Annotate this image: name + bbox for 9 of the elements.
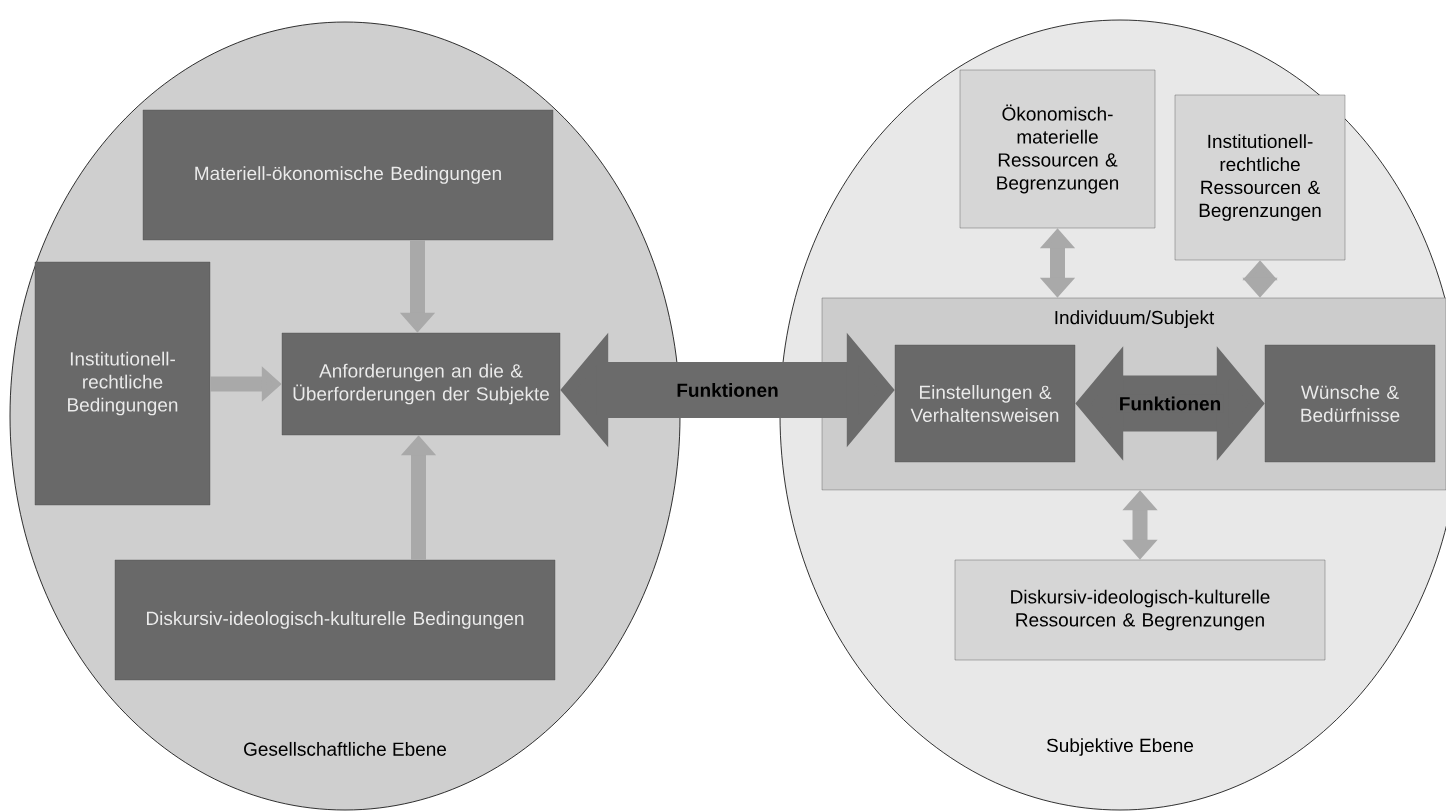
process-box: Einstellungen & Verhaltensweisen bbox=[894, 344, 1076, 463]
process-box: Materiell-ökonomische Bedingungen bbox=[142, 109, 554, 241]
resource-box: Diskursiv-ideologisch-kulturelle Ressourcen & Begrenzungen bbox=[954, 559, 1326, 661]
resource-box: Institutionell-rechtliche Ressourcen & Begrenzungen bbox=[1174, 94, 1346, 261]
process-box: Diskursiv-ideologisch-kulturelle Bedingungen bbox=[114, 559, 556, 681]
process-box: Institutionell-rechtliche Bedingungen bbox=[34, 261, 211, 506]
process-box: Wünsche & Bedürfnisse bbox=[1264, 344, 1436, 463]
process-box: Anforderungen an die & Überforderungen der Subjekte bbox=[281, 332, 561, 436]
resource-box: Ökonomisch-materielle Ressourcen & Begrenzungen bbox=[959, 69, 1156, 229]
